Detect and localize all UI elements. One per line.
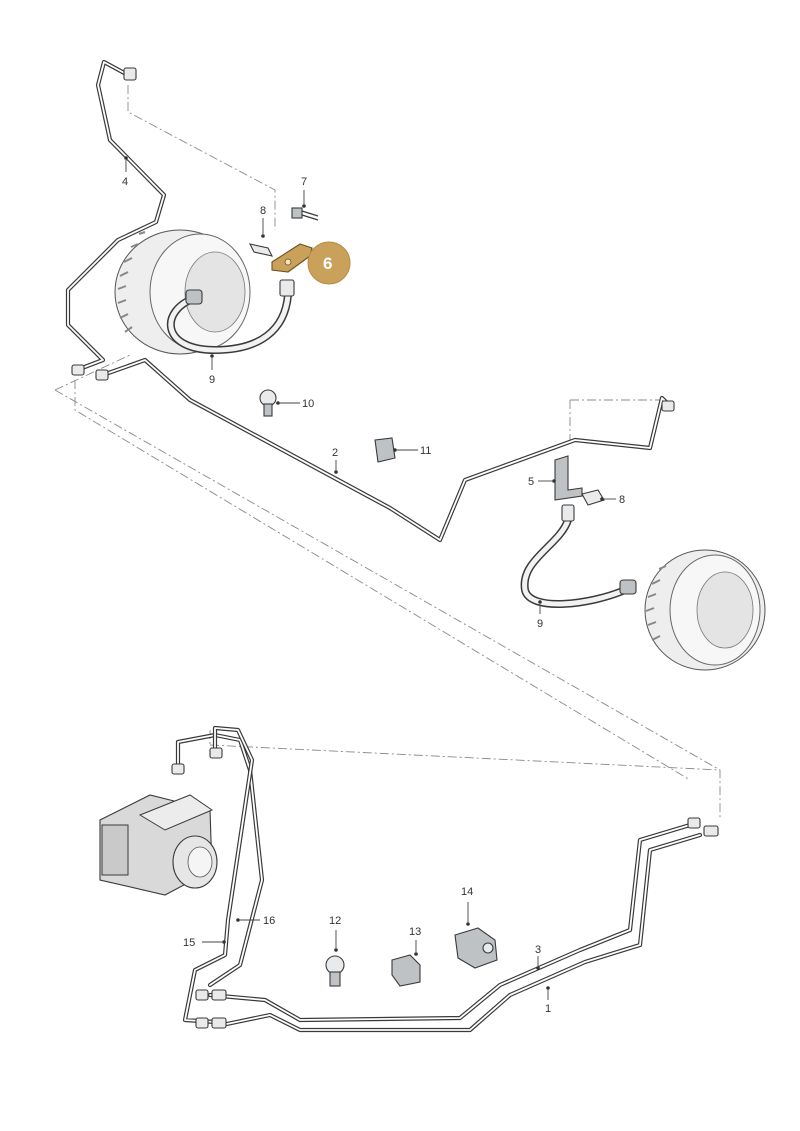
clip-8-lower: [581, 489, 605, 506]
clip-13: [391, 954, 421, 987]
svg-text:8: 8: [619, 494, 625, 506]
svg-text:6: 6: [323, 254, 332, 273]
svg-text:4: 4: [122, 176, 128, 188]
svg-text:11: 11: [420, 445, 431, 457]
callout-6-badge: 6: [307, 241, 351, 285]
brake-line-4: [65, 59, 167, 376]
svg-text:3: 3: [535, 944, 541, 956]
bolt-7: [291, 207, 319, 221]
bracket-5: [554, 455, 583, 501]
callout-10: 10: [276, 398, 314, 410]
callout-12: 12: [329, 915, 341, 952]
svg-text:5: 5: [528, 476, 534, 488]
svg-text:14: 14: [461, 886, 473, 898]
clip-11: [374, 437, 396, 463]
callout-9-upper: 9: [209, 354, 215, 386]
svg-text:12: 12: [329, 915, 341, 927]
svg-text:8: 8: [260, 205, 266, 217]
callout-14: 14: [461, 886, 473, 926]
svg-text:10: 10: [302, 398, 314, 410]
brake-hose-9-lower: [520, 504, 637, 608]
svg-text:15: 15: [183, 937, 195, 949]
clip-8-upper: [248, 243, 274, 257]
callout-4: 4: [122, 156, 128, 188]
svg-text:7: 7: [301, 176, 307, 188]
callout-3: 3: [535, 944, 541, 970]
brake-disc-lower: [644, 549, 766, 671]
callout-13: 13: [409, 926, 421, 956]
brake-disc-upper: [114, 229, 251, 355]
svg-text:9: 9: [209, 374, 215, 386]
callout-2: 2: [332, 447, 338, 474]
fitting-12: [325, 955, 345, 987]
callout-16: 16: [236, 915, 275, 927]
callout-7: 7: [301, 176, 307, 208]
svg-text:9: 9: [537, 618, 543, 630]
callout-9-lower: 9: [537, 600, 543, 630]
brake-hose-9-upper: [166, 279, 295, 355]
bracket-6-highlighted: [271, 243, 313, 273]
abs-hydraulic-unit: [99, 794, 218, 896]
svg-text:1: 1: [545, 1003, 551, 1015]
callout-11: 11: [393, 445, 431, 457]
brake-lines-15-16: [171, 725, 265, 1025]
svg-text:13: 13: [409, 926, 421, 938]
callout-8-lower: 8: [600, 494, 625, 506]
bracket-14: [454, 927, 498, 969]
callout-5: 5: [528, 476, 556, 488]
svg-text:2: 2: [332, 447, 338, 459]
callout-1: 1: [545, 986, 551, 1015]
callout-15: 15: [183, 937, 226, 949]
brake-lines-1-3: [195, 817, 719, 1033]
callout-8-upper: 8: [260, 205, 266, 238]
brake-line-2: [95, 357, 675, 543]
fitting-10: [259, 389, 277, 417]
svg-text:16: 16: [263, 915, 275, 927]
